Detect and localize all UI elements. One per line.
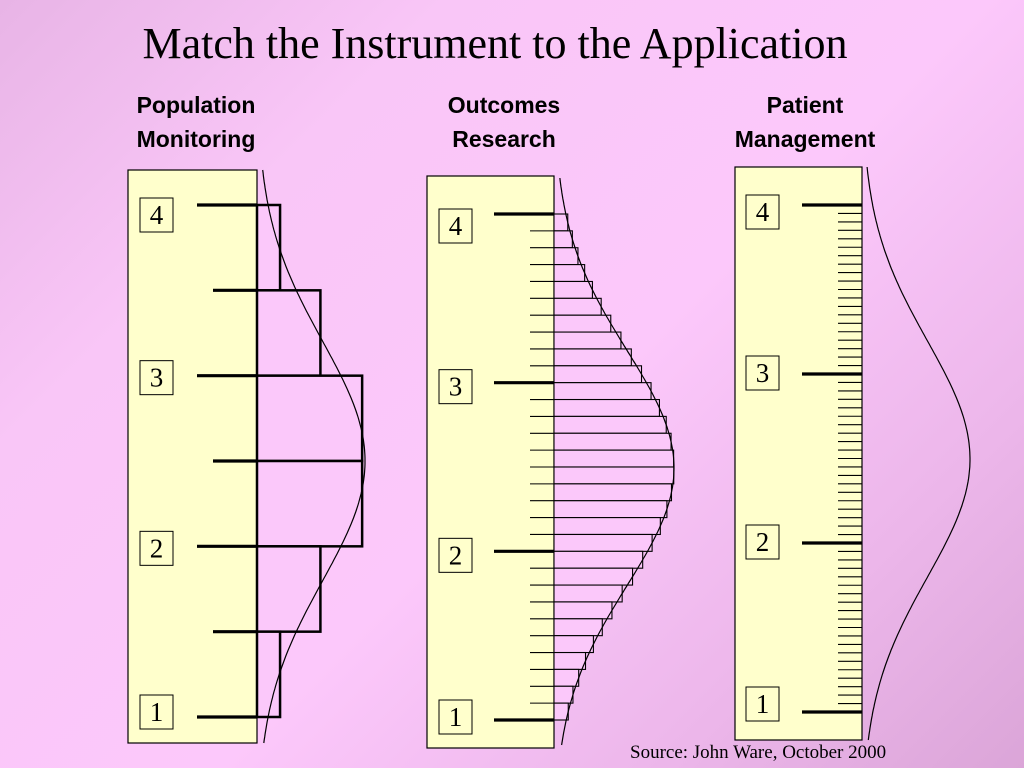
- histogram-bar: [255, 459, 364, 548]
- histogram-bar: [553, 213, 569, 232]
- heading-population-monitoring: Population Monitoring: [96, 88, 296, 156]
- heading-outcomes-research: Outcomes Research: [404, 88, 604, 156]
- histogram-bar: [553, 500, 668, 519]
- histogram-bar: [553, 365, 643, 384]
- histogram-bar: [553, 230, 573, 249]
- distribution-curve: [866, 166, 971, 741]
- slide-title: Match the Instrument to the Application: [142, 19, 848, 68]
- heading-line-2: Research: [452, 126, 556, 152]
- histogram-bar: [553, 635, 594, 654]
- scale-label: 3: [449, 372, 463, 402]
- heading-line-2: Monitoring: [136, 126, 256, 152]
- distribution-curve: [559, 177, 675, 746]
- histogram-bar: [553, 382, 652, 401]
- source-note: Source: John Ware, October 2000: [630, 742, 887, 763]
- histogram-bar: [553, 533, 653, 552]
- histogram-bar: [553, 618, 603, 637]
- scale-label-box: [438, 369, 473, 405]
- histogram-bar: [553, 584, 623, 603]
- scale-label: 1: [449, 702, 463, 732]
- scale-label: 4: [449, 211, 463, 241]
- histogram-bar: [255, 289, 322, 377]
- histogram-bar: [553, 398, 660, 417]
- histogram-bar: [553, 668, 580, 687]
- histogram-bar: [553, 517, 661, 536]
- ruler-instrument-2: 4 3 2 1: [426, 175, 675, 749]
- scale-label-box: [745, 355, 780, 391]
- scale-label: 1: [756, 689, 770, 719]
- histogram-bar: [553, 297, 602, 316]
- scale-label: 1: [150, 697, 164, 727]
- histogram-bar: [553, 567, 634, 586]
- histogram: [255, 203, 364, 719]
- histogram-bar: [255, 374, 364, 463]
- histogram-bar: [553, 264, 586, 283]
- histogram-bar: [553, 702, 569, 721]
- heading-line-1: Population: [136, 92, 256, 118]
- ruler-body: [426, 175, 555, 749]
- scale-label: 2: [150, 533, 164, 563]
- histogram-bar: [553, 280, 593, 299]
- histogram: [553, 213, 675, 721]
- histogram-bar: [553, 601, 613, 620]
- scale-label: 4: [150, 200, 164, 230]
- histogram-bar: [553, 432, 672, 451]
- histogram-bar: [553, 314, 612, 333]
- heading-line-1: Outcomes: [447, 92, 561, 118]
- histogram-bar: [255, 545, 322, 633]
- histogram-bar: [255, 203, 282, 292]
- histogram-bar: [255, 630, 282, 719]
- scale-label-box: [745, 686, 780, 722]
- scale-label: 3: [756, 358, 770, 388]
- scale-label: 2: [756, 527, 770, 557]
- histogram-bar: [553, 415, 667, 434]
- histogram-bar: [553, 449, 675, 468]
- scale-label-box: [438, 699, 473, 735]
- scale-label: 4: [756, 197, 770, 227]
- scale-label-box: [438, 537, 473, 573]
- heading-line-1: Patient: [766, 92, 844, 118]
- ruler-instrument-3: 4 3 2 1: [734, 166, 971, 741]
- scale-label-box: [139, 360, 174, 396]
- ruler-instrument-1: 4 3 2 1: [127, 169, 366, 744]
- ruler-body: [127, 169, 258, 744]
- histogram-bar: [553, 331, 622, 350]
- scale-label-box: [438, 208, 473, 244]
- scale-label-box: [139, 694, 174, 730]
- histogram-bar: [553, 651, 587, 670]
- heading-line-2: Management: [734, 126, 876, 152]
- scale-label-box: [139, 530, 174, 566]
- histogram-bar: [553, 550, 644, 569]
- scale-label-box: [745, 194, 780, 230]
- histogram-bar: [553, 348, 632, 367]
- histogram-bar: [553, 466, 675, 485]
- ruler-body: [734, 166, 863, 741]
- histogram-bar: [553, 685, 574, 704]
- distribution-curve: [262, 169, 366, 744]
- scale-label: 3: [150, 363, 164, 393]
- scale-label: 2: [449, 540, 463, 570]
- histogram-bar: [553, 247, 579, 266]
- scale-label-box: [139, 197, 174, 233]
- scale-label-box: [745, 524, 780, 560]
- histogram-bar: [553, 483, 673, 502]
- heading-patient-management: Patient Management: [705, 88, 905, 156]
